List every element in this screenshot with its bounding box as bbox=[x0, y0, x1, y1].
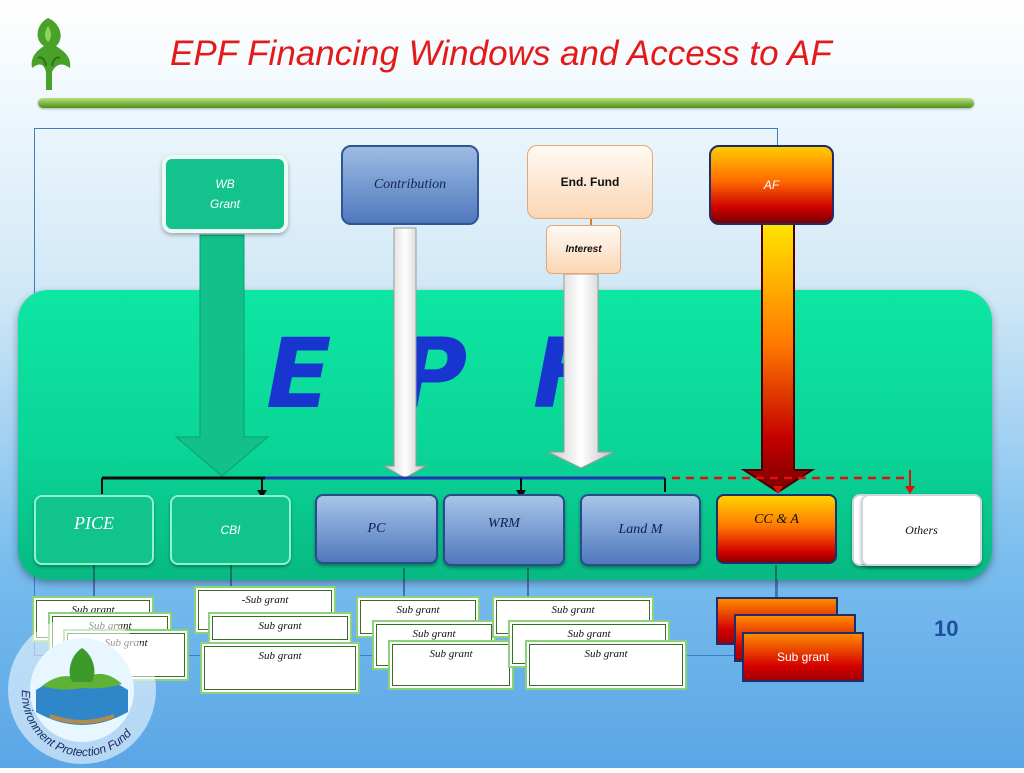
contribution-label: Contribution bbox=[373, 177, 447, 192]
subgrant-label: Sub grant bbox=[584, 648, 628, 660]
endowment-fund-box: End. Fund bbox=[527, 145, 653, 219]
subgrant-card: Sub grant bbox=[208, 612, 352, 644]
af-label: AF bbox=[763, 178, 780, 192]
subgrant-label: Sub grant bbox=[258, 650, 302, 662]
subgrant-label: Sub grant bbox=[412, 628, 456, 640]
wb-arrow bbox=[174, 234, 270, 477]
window-pc: PC bbox=[315, 494, 438, 564]
window-land-m: Land M bbox=[580, 494, 701, 566]
af-arrow bbox=[740, 221, 816, 494]
window-pice: PICE bbox=[34, 495, 154, 565]
wb-grant-box: WB Grant bbox=[162, 155, 288, 233]
subgrant-label: -Sub grant bbox=[241, 594, 289, 606]
epf-seal-logo: Environment Protection Fund bbox=[2, 616, 162, 768]
af-box: AF bbox=[709, 145, 834, 225]
window-cbi: CBI bbox=[170, 495, 291, 565]
page-number: 10 bbox=[934, 616, 959, 641]
subgrant-label: Sub grant bbox=[258, 620, 302, 632]
wb-label: WB bbox=[215, 177, 235, 191]
land-m-label: Land M bbox=[618, 522, 663, 537]
subgrant-label: Sub grant bbox=[429, 648, 473, 660]
subgrant-label: Sub grant bbox=[396, 604, 440, 616]
af-subgrant-label: Sub grant bbox=[776, 650, 830, 664]
wrm-label: WRM bbox=[488, 516, 520, 531]
endowment-fund-label: End. Fund bbox=[560, 175, 620, 189]
af-subgrant-card: Sub grant bbox=[742, 632, 864, 682]
subgrant-card: Sub grant bbox=[200, 642, 360, 694]
subgrant-card: Sub grant bbox=[525, 640, 687, 690]
epf-label: E P F bbox=[266, 318, 615, 430]
interest-box: Interest bbox=[546, 225, 621, 274]
subgrant-label: Sub grant bbox=[551, 604, 595, 616]
cc-a-label: CC & A bbox=[754, 512, 799, 527]
grant-label: Grant bbox=[209, 197, 240, 211]
title-underline bbox=[38, 98, 974, 108]
window-wrm: WRM bbox=[443, 494, 565, 566]
window-cc-a: CC & A bbox=[716, 494, 837, 564]
subgrant-label: Sub grant bbox=[567, 628, 611, 640]
subgrant-card: Sub grant bbox=[388, 640, 514, 690]
top-logo bbox=[18, 14, 80, 94]
window-others: Others bbox=[861, 494, 982, 566]
pice-label: PICE bbox=[74, 513, 114, 533]
pc-label: PC bbox=[367, 521, 386, 536]
cbi-label: CBI bbox=[220, 523, 241, 537]
interest-arrow bbox=[547, 273, 615, 469]
page-title: EPF Financing Windows and Access to AF bbox=[170, 34, 832, 73]
contribution-box: Contribution bbox=[341, 145, 479, 225]
others-label: Others bbox=[905, 522, 938, 537]
interest-label: Interest bbox=[565, 244, 602, 255]
contribution-arrow bbox=[382, 227, 428, 479]
